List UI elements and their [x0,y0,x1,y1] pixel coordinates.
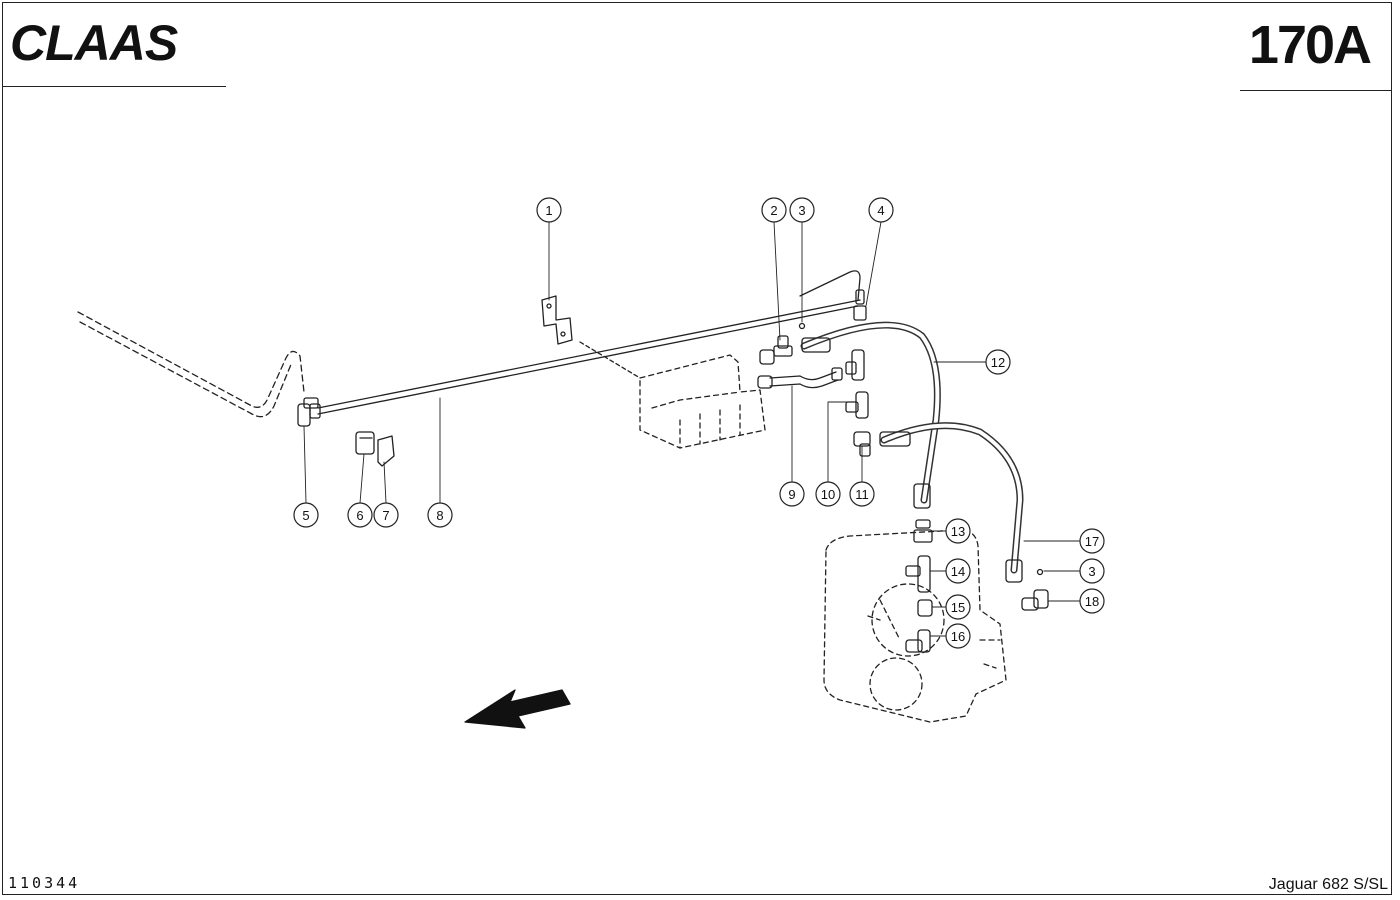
o-ring-3b [1036,568,1044,576]
logo-underline [2,86,226,87]
svg-text:3: 3 [1088,564,1095,579]
fitting-4 [853,289,867,321]
clamp-7 [377,435,395,467]
callout-14: 14 [945,558,971,584]
callout-11: 11 [849,481,875,507]
elbow-5 [297,397,321,427]
svg-text:9: 9 [788,487,795,502]
pipe-8 [317,270,861,415]
clamp-6 [355,431,375,455]
svg-text:16: 16 [951,629,965,644]
fitting-15 [917,599,933,617]
svg-text:1: 1 [545,203,552,218]
svg-text:10: 10 [821,487,835,502]
logo-text: CLAAS [10,20,178,68]
svg-text:5: 5 [302,508,309,523]
svg-text:11: 11 [855,487,869,502]
elbow-16 [905,629,931,653]
callout-6: 6 [347,502,373,528]
model-name: Jaguar 682 S/SL [1268,876,1388,893]
callout-13: 13 [945,518,971,544]
hose-17 [879,422,1024,583]
callout-10: 10 [815,481,841,507]
callout-9: 9 [779,481,805,507]
dashed-housing-block [639,354,766,449]
callout-18: 18 [1079,588,1105,614]
bracket-1 [541,295,573,345]
tee-10 [845,349,869,419]
svg-text:13: 13 [951,524,965,539]
svg-text:8: 8 [436,508,443,523]
page-code: 170A [1248,15,1372,75]
callout-8: 8 [427,502,453,528]
callout-5: 5 [293,502,319,528]
pipe-9 [757,367,843,389]
hose-12 [800,321,941,509]
svg-text:18: 18 [1085,594,1099,609]
fitting-13 [913,519,933,543]
dashed-frame-tube [77,311,305,418]
svg-text:3: 3 [798,203,805,218]
tee-2 [759,335,793,365]
callout-17: 17 [1079,528,1105,554]
claas-logo: CLAAS [10,20,179,68]
callout-4: 4 [868,197,894,223]
svg-text:7: 7 [382,508,389,523]
svg-text:2: 2 [770,203,777,218]
callout-12: 12 [985,349,1011,375]
leader-lines [303,221,1081,637]
svg-text:15: 15 [951,600,965,615]
direction-arrow-icon [464,689,571,729]
callout-3: 3 [789,197,815,223]
svg-text:17: 17 [1085,534,1099,549]
drawing-number: 110344 [8,874,81,892]
callout-1: 1 [536,197,562,223]
o-ring-3 [798,322,806,330]
callout-3b: 3 [1079,558,1105,584]
svg-text:6: 6 [356,508,363,523]
callout-16: 16 [945,623,971,649]
page-code-underline [1240,90,1392,91]
svg-text:12: 12 [991,355,1005,370]
svg-text:14: 14 [951,564,965,579]
tee-14 [905,555,931,593]
callout-15: 15 [945,594,971,620]
callout-7: 7 [373,502,399,528]
callout-2: 2 [761,197,787,223]
callouts: 1 2 3 4 5 6 7 8 9 10 11 12 13 14 15 16 1… [293,197,1105,649]
elbow-18 [1021,589,1049,611]
svg-text:4: 4 [877,203,884,218]
dashed-gearbox-housing [823,529,1007,723]
